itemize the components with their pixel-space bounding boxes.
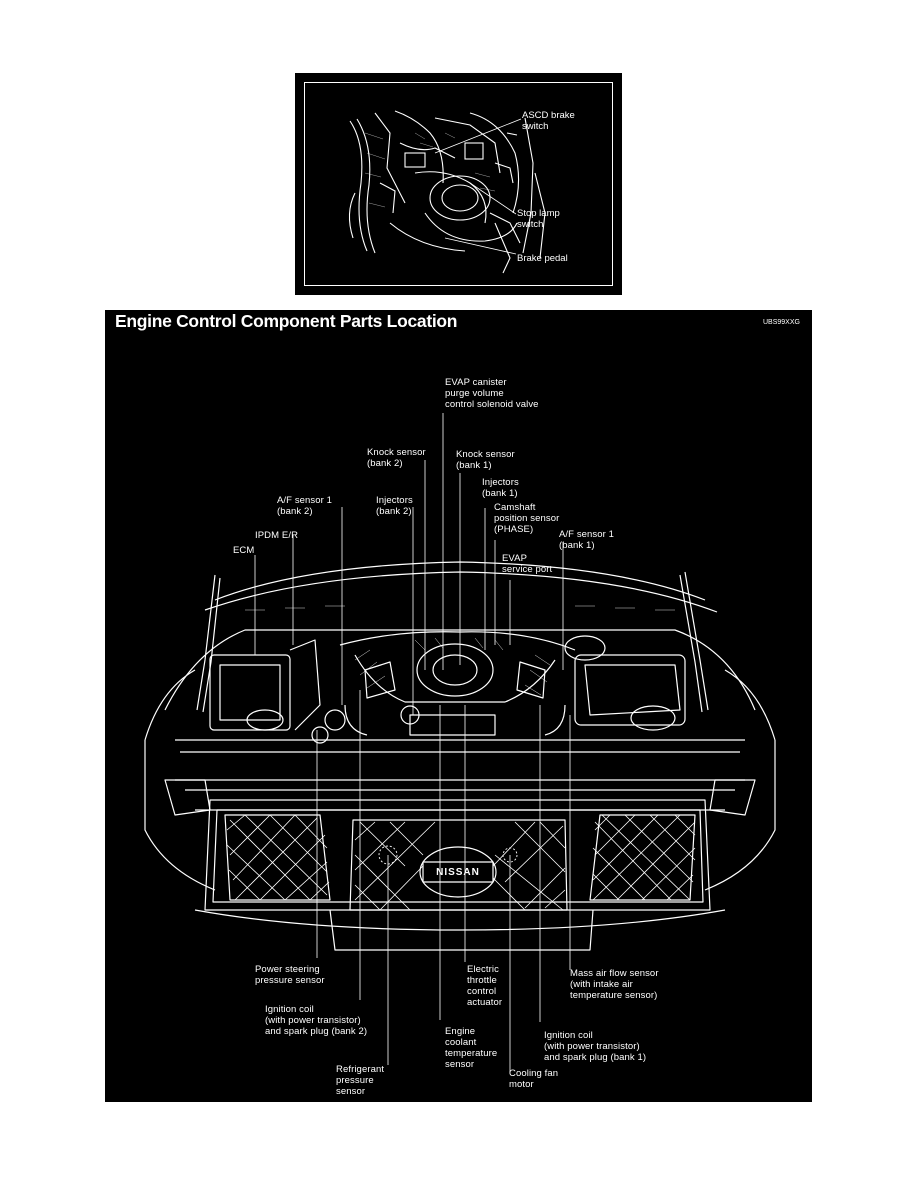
- evap-service-port-label: EVAP service port: [502, 553, 553, 575]
- brake-switch-figure-frame: [304, 82, 613, 286]
- engine-parts-figure: Engine Control Component Parts Location …: [105, 310, 812, 1102]
- knock-sensor-bank2-label: Knock sensor (bank 2): [367, 447, 426, 469]
- brake-pedal-illustration: [348, 110, 546, 274]
- brake-switch-figure: ASCD brake switch Stop lamp switch Brake…: [295, 73, 622, 295]
- ipdm-er-label: IPDM E/R: [255, 530, 299, 541]
- engine-bay-illustration: [144, 413, 776, 1072]
- evap-canister-label: EVAP canister purge volume control solen…: [445, 377, 539, 410]
- af-sensor-bank2-label: A/F sensor 1 (bank 2): [277, 495, 333, 517]
- cooling-fan-motor-label: Cooling fan motor: [509, 1068, 559, 1090]
- knock-sensor-bank1-label: Knock sensor (bank 1): [456, 449, 515, 471]
- figure-code: UBS99XXG: [763, 319, 800, 326]
- engine-coolant-sensor-label: Engine coolant temperature sensor: [445, 1026, 498, 1070]
- mass-air-flow-sensor-label: Mass air flow sensor (with intake air te…: [570, 968, 659, 1001]
- camshaft-position-sensor-label: Camshaft position sensor (PHASE): [494, 502, 560, 535]
- ecm-label: ECM: [233, 545, 255, 556]
- refrigerant-pressure-sensor-label: Refrigerant pressure sensor: [336, 1064, 385, 1097]
- figure-title: Engine Control Component Parts Location: [115, 311, 458, 331]
- power-steering-sensor-label: Power steering pressure sensor: [255, 964, 325, 986]
- electric-throttle-label: Electric throttle control actuator: [467, 964, 503, 1008]
- brake-pedal-label: Brake pedal: [517, 253, 568, 264]
- ascd-brake-switch-label: ASCD brake switch: [522, 110, 575, 132]
- injectors-bank2-label: Injectors (bank 2): [376, 495, 413, 517]
- grille-badge: NISSAN: [436, 867, 480, 878]
- af-sensor-bank1-label: A/F sensor 1 (bank 1): [559, 529, 615, 551]
- stop-lamp-switch-label: Stop lamp switch: [517, 208, 560, 230]
- ignition-coil-bank1-label: Ignition coil (with power transistor) an…: [544, 1030, 647, 1063]
- ignition-coil-bank2-label: Ignition coil (with power transistor) an…: [265, 1004, 368, 1037]
- injectors-bank1-label: Injectors (bank 1): [482, 477, 519, 499]
